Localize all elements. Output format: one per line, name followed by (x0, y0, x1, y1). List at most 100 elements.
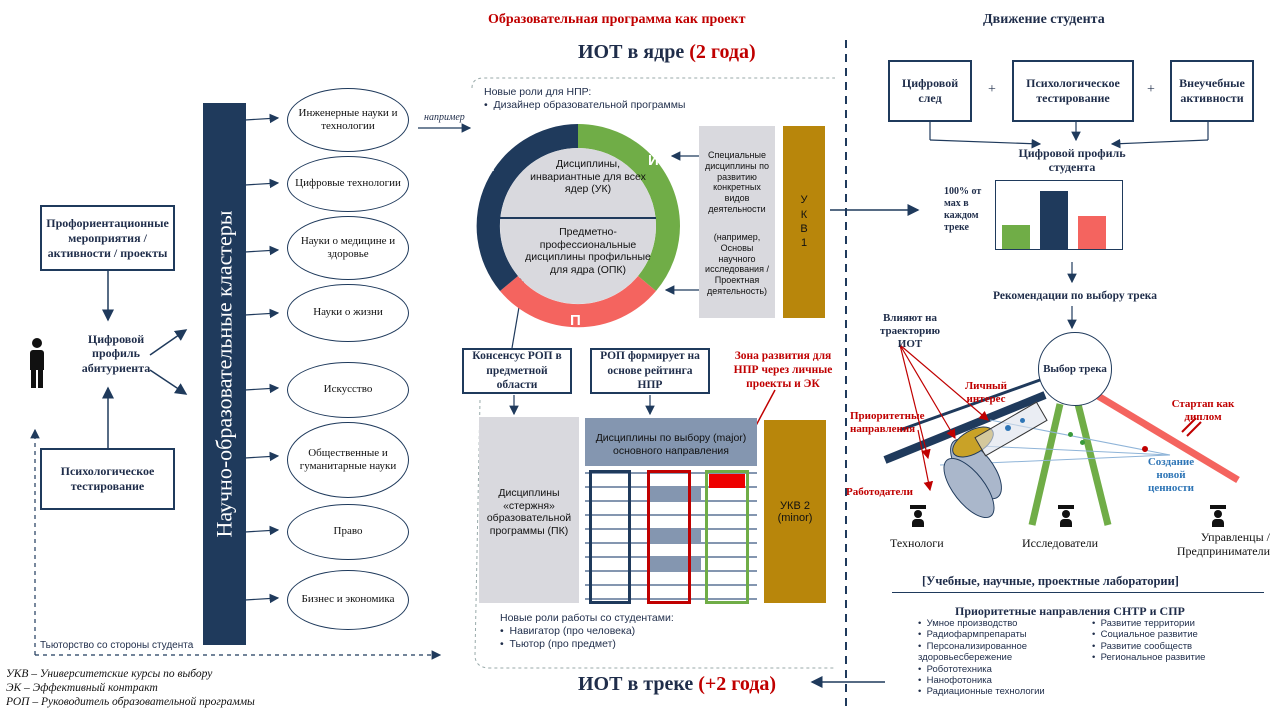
sntr-right-list: • Развитие территории • Социальное разви… (1092, 618, 1252, 664)
sntr-left-item: • Умное производство (918, 618, 1018, 629)
labs-label: [Учебные, научные, проектные лаборатории… (922, 574, 1179, 588)
sntr-left-text: Радиофармпрепараты (926, 629, 1027, 641)
sntr-left-text: Робототехника (926, 663, 992, 675)
sntr-right-text: Региональное развитие (1100, 652, 1206, 664)
sntr-left-text: Персонализированное здоровьесбережение (918, 640, 1028, 664)
managers-label: Управленцы / Предприниматели (1176, 530, 1270, 559)
special-example-text: (например, Основы научного исследования … (705, 232, 769, 296)
sntr-left-item: • Нанофотоника (918, 674, 992, 686)
profile-bar (1002, 225, 1030, 249)
legend-item: УКВ – Университетские курсы по выбору (6, 668, 213, 680)
priority-directions-label: Приоритетные направления (850, 410, 925, 436)
ring-segment-p (500, 276, 656, 328)
plus-1: + (988, 82, 996, 97)
iot-track-suffix: (+2 года) (698, 673, 777, 695)
major-grid: Дисциплины по выбору (major) основного н… (585, 418, 757, 604)
value-creation-label: Создание новой ценности (1147, 456, 1195, 495)
profile-bar (1040, 191, 1068, 249)
student-psych-box: Психологическое тестирование (1012, 60, 1134, 122)
example-label: например (424, 112, 465, 123)
sntr-left-item: • Радиофармпрепараты (918, 629, 1027, 641)
student-profile-label: Цифровой профиль студента (1018, 146, 1126, 175)
ukv2-panel: УКВ 2 (minor) (764, 420, 826, 603)
digital-trace-box: Цифровой след (888, 60, 972, 122)
ring-label-t: Т (488, 158, 498, 175)
ring-core (500, 148, 656, 304)
technologists-label: Технологи (890, 536, 944, 550)
student-role-1-text: Навигатор (про человека) (509, 625, 636, 637)
track-column-red (647, 470, 691, 604)
cluster-digital: Цифровые технологии (287, 156, 409, 212)
track-column-navy (589, 470, 631, 604)
sntr-left-text: Радиационные технологии (926, 686, 1045, 698)
cluster-business: Бизнес и экономика (287, 570, 409, 630)
ring-label-i: И (648, 152, 659, 169)
recommendations-label: Рекомендации по выбору трека (992, 290, 1157, 302)
iot-track-prefix: ИОТ в треке (578, 673, 694, 695)
student-role-2-text: Тьютор (про предмет) (509, 638, 616, 650)
employers-label: Работодатели (846, 486, 913, 498)
ring-segment-i (578, 124, 680, 291)
track-choice-circle: Выбор трека (1038, 332, 1112, 406)
ring-label-p: П (570, 312, 581, 329)
researchers-label: Исследователи (1022, 536, 1099, 550)
iot-track-title: ИОТ в треке (+2 года) (578, 672, 776, 696)
sntr-left-item: • Радиационные технологии (918, 686, 1045, 698)
cluster-life-sciences: Науки о жизни (287, 284, 409, 342)
cluster-medicine: Науки о медицине и здоровье (287, 216, 409, 280)
sntr-left-item: • Персонализированное здоровьесбережение (918, 640, 1028, 664)
plus-2: + (1147, 82, 1155, 97)
iot-core-suffix: (2 года) (689, 41, 756, 63)
sntr-title: Приоритетные направления СНТР и СПР (955, 604, 1185, 618)
profile-bar (1078, 216, 1106, 249)
ukv2-text: УКВ 2 (minor) (777, 499, 813, 524)
student-role-1: • Навигатор (про человека) (500, 625, 636, 637)
legend: УКВ – Университетские курсы по выбору ЭК… (6, 668, 406, 709)
dot (1142, 446, 1148, 452)
dot (1005, 425, 1011, 431)
profile-chart (995, 180, 1123, 250)
clusters-banner: Научно-образовательные кластеры (203, 103, 246, 645)
opk-text: Предметно-профессиональные дисциплины пр… (525, 226, 651, 276)
track-column-green (705, 470, 749, 604)
legend-item: РОП – Руководитель образовательной прогр… (6, 695, 255, 708)
right-title: Движение студента (983, 12, 1105, 27)
influence-label: Влияют на траекторию ИОТ (880, 312, 940, 351)
sntr-right-text: Развитие сообществ (1100, 640, 1193, 652)
prof-events-box: Профориентационные мероприятия / активно… (40, 205, 175, 271)
cluster-social: Общественные и гуманитарные науки (287, 422, 409, 498)
sntr-left-text: Умное производство (926, 618, 1018, 629)
clusters-banner-text: Научно-образовательные кластеры (211, 210, 237, 538)
sntr-right-text: Развитие территории (1100, 618, 1195, 629)
sntr-right-item: • Развитие территории (1092, 618, 1195, 629)
labs-divider (892, 592, 1264, 593)
student-role-2: • Тьютор (про предмет) (500, 638, 616, 650)
applicant-profile-label: Цифровой профиль абитуриента (81, 332, 151, 375)
sntr-right-item: • Развитие сообществ (1092, 640, 1193, 652)
person-icon (28, 338, 46, 390)
major-disciplines-text: Дисциплины по выбору (major) основного н… (595, 432, 747, 457)
dot (1080, 440, 1085, 445)
sntr-left-item: • Робототехника (918, 663, 992, 675)
tutoring-note: Тьюторство со стороны студента (40, 640, 194, 651)
personal-interest-label: Личный интерес (964, 380, 1007, 406)
graduate-icon (910, 505, 926, 527)
core-disciplines-panel: Дисциплины «стержня» образовательной про… (479, 417, 579, 603)
iot-core-title: ИОТ в ядре (2 года) (578, 40, 756, 64)
consensus-box: Консенсус РОП в предметной области (462, 348, 572, 394)
core-disciplines-text: Дисциплины «стержня» образовательной про… (486, 487, 572, 537)
sntr-right-item: • Социальное развитие (1092, 629, 1198, 641)
psych-testing-box: Психологическое тестирование (40, 448, 175, 510)
special-disciplines-text: Специальные дисциплины по развитию конкр… (705, 150, 769, 214)
new-roles-item: • Дизайнер образовательной программы (484, 99, 686, 111)
max-label: 100% от мах в каждом треке (944, 186, 982, 233)
graduate-icon (1210, 505, 1226, 527)
cluster-engineering: Инженерные науки и технологии (287, 88, 409, 152)
zone-dev-text: Зона развития для НПР через личные проек… (733, 350, 833, 390)
uk-text: Дисциплины, инвариантные для всех ядер (… (530, 158, 646, 196)
special-disciplines-panel: Специальные дисциплины по развитию конкр… (699, 126, 775, 318)
sntr-right-text: Социальное развитие (1100, 629, 1198, 641)
ring-segment-t (476, 124, 578, 291)
core-ring (476, 124, 680, 328)
startup-label: Стартап как диплом (1171, 398, 1235, 424)
